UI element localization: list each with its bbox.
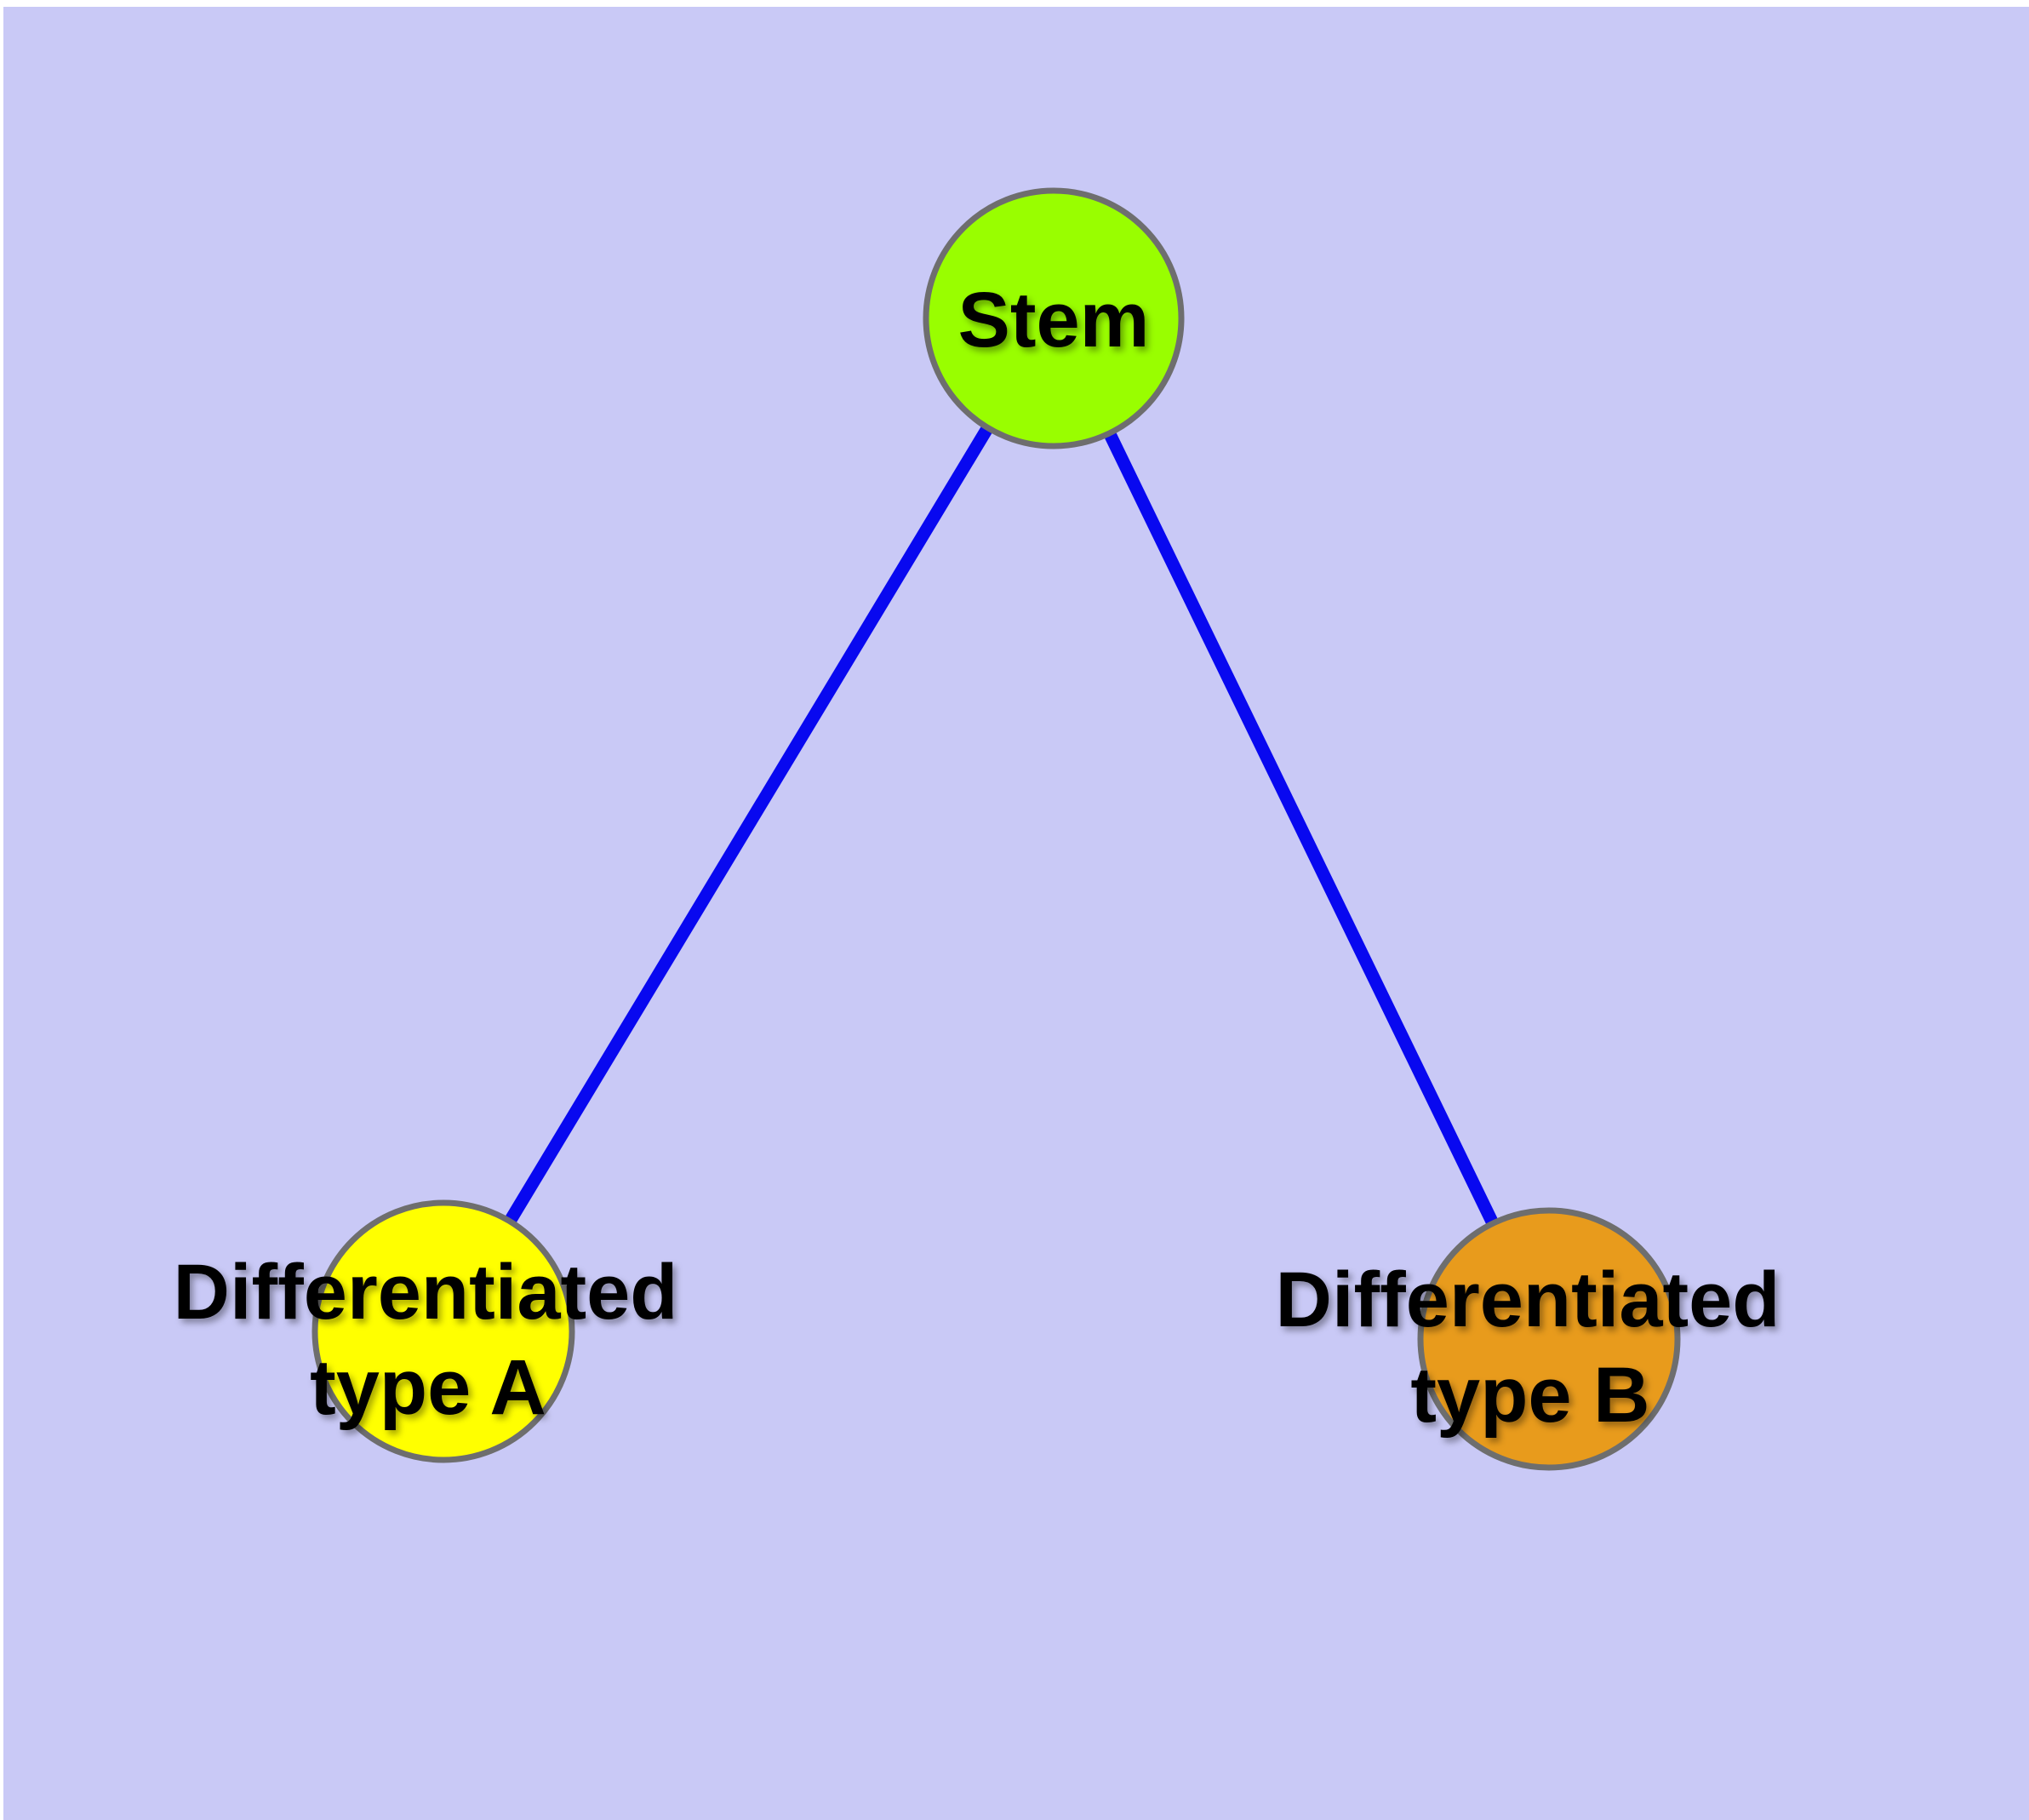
stem-node-label: Stem xyxy=(958,277,1150,363)
type-b-node-label-line1: Differentiated xyxy=(1276,1256,1780,1343)
type-a-node-label-line2: type A xyxy=(310,1344,546,1431)
type-b-node-label-line2: type B xyxy=(1410,1352,1649,1439)
type-a-node xyxy=(311,1199,575,1463)
edge-stem-to-type-b xyxy=(1048,315,1555,1342)
edge-stem-to-type-a xyxy=(437,315,1060,1335)
stem-node xyxy=(923,187,1185,449)
type-a-node-label-line1: Differentiated xyxy=(174,1249,678,1336)
type-b-node xyxy=(1417,1207,1681,1471)
